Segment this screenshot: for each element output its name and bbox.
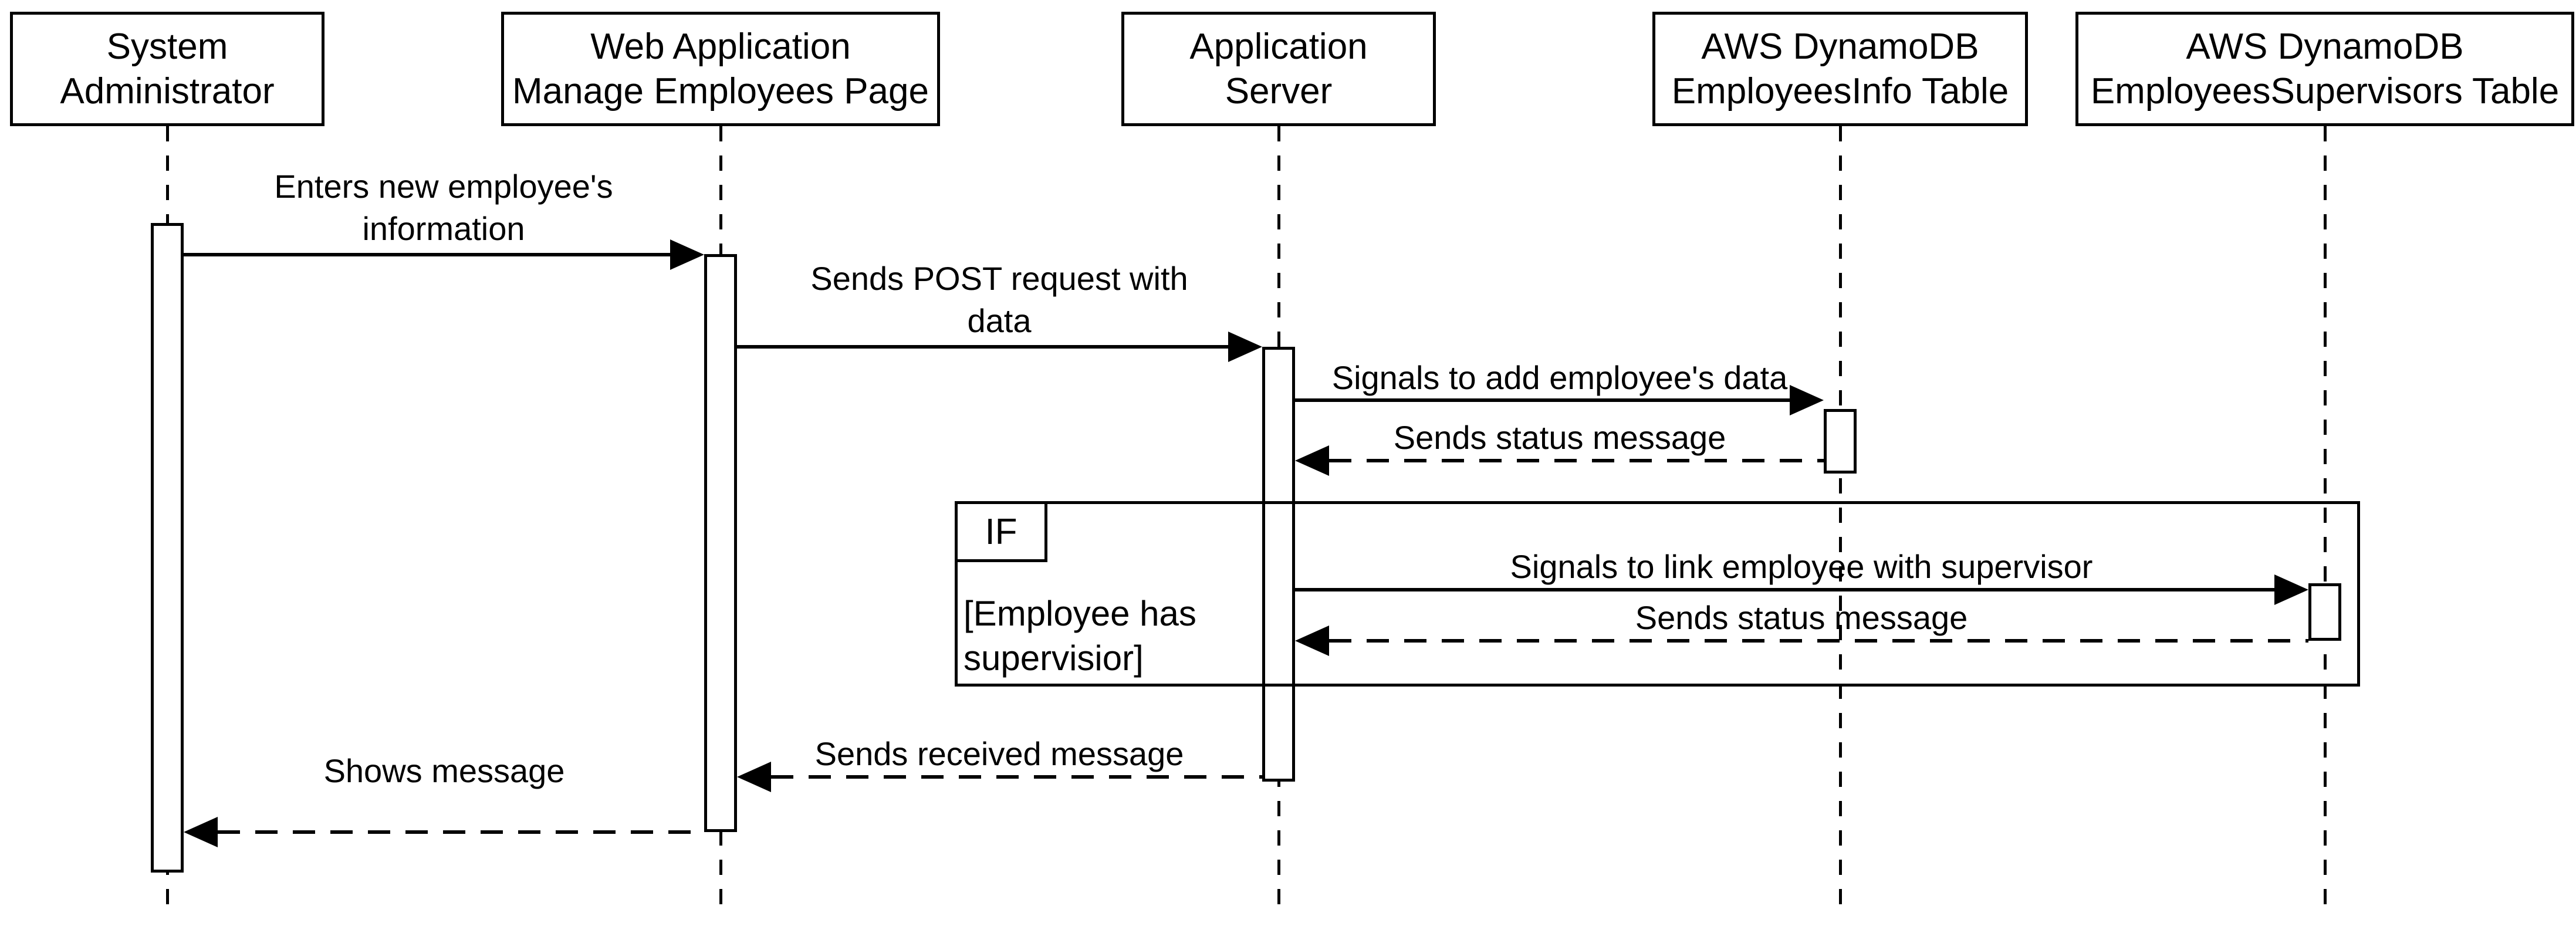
if-fragment-operator: IF bbox=[955, 501, 1047, 562]
message-line bbox=[737, 345, 1231, 349]
participant-label: AWS DynamoDB EmployeesSupervisors Table bbox=[2090, 26, 2560, 111]
participant-dynamodb-employeessupervisors: AWS DynamoDB EmployeesSupervisors Table bbox=[2075, 12, 2574, 126]
if-fragment-frame bbox=[955, 501, 2360, 687]
message-label: Sends status message bbox=[1635, 599, 1968, 636]
activation-system-administrator bbox=[151, 223, 184, 873]
message-label: Sends received message bbox=[814, 735, 1184, 772]
participant-web-application-page: Web Application Manage Employees Page bbox=[501, 12, 940, 126]
participant-label: AWS DynamoDB EmployeesInfo Table bbox=[1671, 26, 2009, 111]
message-line bbox=[1329, 639, 2308, 643]
arrowhead-left-icon bbox=[1295, 626, 1329, 656]
arrowhead-right-icon bbox=[2274, 574, 2308, 605]
message-label: Sends status message bbox=[1393, 419, 1726, 456]
arrowhead-left-icon bbox=[184, 817, 218, 847]
arrowhead-right-icon bbox=[1228, 332, 1262, 362]
message-line bbox=[771, 775, 1262, 779]
activation-dynamodb-employeessupervisors bbox=[2308, 583, 2341, 641]
lifeline-dynamodb-employeesinfo bbox=[1839, 126, 1842, 918]
message-line bbox=[1295, 398, 1793, 402]
message-line bbox=[184, 253, 673, 256]
activation-web-application-page bbox=[704, 254, 737, 832]
arrowhead-left-icon bbox=[737, 762, 771, 792]
activation-application-server bbox=[1262, 347, 1295, 782]
participant-label: System Administrator bbox=[60, 26, 275, 111]
message-label: Enters new employee's information bbox=[274, 168, 613, 247]
participant-system-administrator: System Administrator bbox=[10, 12, 324, 126]
message-label: Shows message bbox=[323, 752, 565, 789]
message-line bbox=[1295, 588, 2276, 591]
message-line bbox=[1329, 459, 1824, 462]
participant-dynamodb-employeesinfo: AWS DynamoDB EmployeesInfo Table bbox=[1652, 12, 2028, 126]
participant-label: Web Application Manage Employees Page bbox=[512, 26, 929, 111]
lifeline-dynamodb-employeessupervisors bbox=[2324, 126, 2327, 918]
arrowhead-left-icon bbox=[1295, 445, 1329, 476]
message-line bbox=[218, 830, 704, 834]
arrowhead-right-icon bbox=[1790, 385, 1824, 415]
if-fragment-guard: [Employee has supervisior] bbox=[964, 594, 1196, 678]
message-label: Sends POST request with data bbox=[810, 260, 1188, 339]
message-label: Signals to add employee's data bbox=[1331, 359, 1788, 396]
participant-application-server: Application Server bbox=[1121, 12, 1436, 126]
activation-dynamodb-employeesinfo bbox=[1824, 409, 1857, 474]
participant-label: Application Server bbox=[1189, 26, 1368, 111]
arrowhead-right-icon bbox=[670, 239, 704, 270]
message-label: Signals to link employee with supervisor bbox=[1510, 548, 2093, 585]
